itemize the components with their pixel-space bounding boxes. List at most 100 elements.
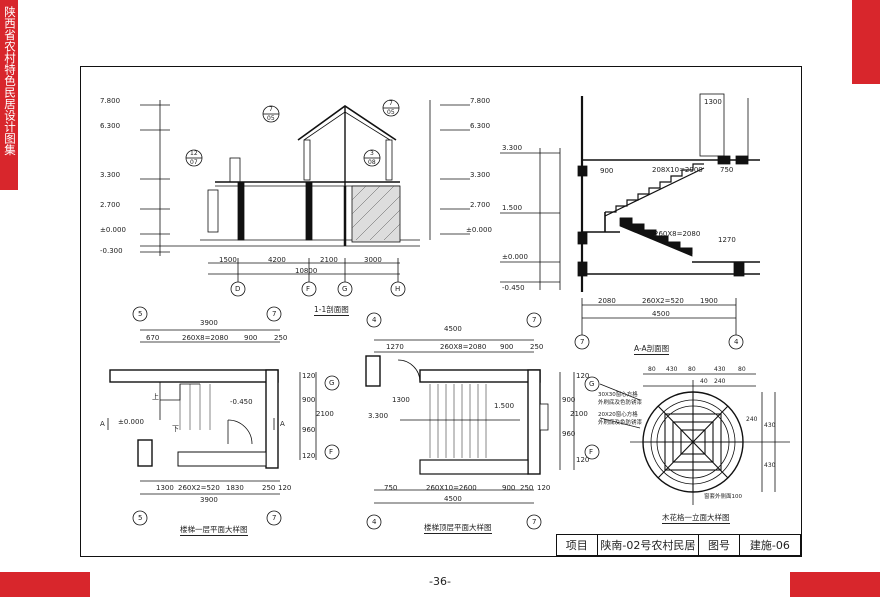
tag-top: 12 [190,150,198,157]
dim-label: 1300 [704,98,722,106]
dim-label: 1300 [156,484,174,492]
dim-label: 750 [384,484,398,492]
page-number: -36- [429,575,451,588]
dim-label: 900 [244,334,258,342]
dim-label: 260X2=520 [642,297,684,305]
dim-label: 960 [302,426,316,434]
dim-label: 2100 [316,410,334,418]
dim-label: 1270 [718,236,736,244]
dim-label: 120 [537,484,551,492]
elev-label: 2.700 [470,201,491,209]
tag-bottom: 05 [267,115,275,122]
dim-total: 4500 [444,325,462,333]
dim-label: 120 [302,452,316,460]
axis-label: D [235,285,241,293]
axis-label: 7 [580,338,585,346]
plan-top-floor [365,312,575,530]
axis-label: 5 [138,310,143,318]
note-label: 外刷底及色防锈漆 [598,420,643,426]
dim-label: 3000 [364,256,382,264]
dim-label: 260X8=2080 [654,230,701,238]
elev-label: 6.300 [470,122,491,130]
drawing-frame [80,66,802,557]
dim-label: 670 [146,334,160,342]
axis-label: 7 [532,316,537,324]
tag-top: 7 [269,106,273,113]
axis-label: 5 [138,514,143,522]
dim-label: 260X8=2080 [440,343,487,351]
level-label: 3.300 [368,412,389,420]
tag-bottom: 07 [190,159,198,166]
axis-label: H [395,285,401,293]
sidebar-band: 陕西省农村特色民居设计图集 [0,0,18,190]
dim-total: 3900 [200,319,218,327]
dim-label: 260X2=520 [178,484,220,492]
caption-section-1-1: 1-1剖面图 [314,305,349,316]
axis-label: 4 [734,338,739,346]
tag-top: 3 [370,150,374,157]
elev-label: ±0.000 [100,226,126,234]
dim-label: 430 [764,462,776,469]
elev-label: ±0.000 [466,226,492,234]
dim-label: 250 [262,484,276,492]
caption-plan-top: 楼梯顶层平面大样图 [424,523,492,534]
dim-label: 1830 [226,484,244,492]
dim-label: 80 [648,366,656,373]
axis-label: G [589,380,595,388]
elev-label: 3.300 [470,171,491,179]
axis-label: F [306,285,311,293]
elev-label: 7.800 [100,97,121,105]
dim-label: 120 [576,456,590,464]
note-label: 20X20窗心方格 [598,412,638,418]
note-label: 外刷底及色防锈漆 [598,400,643,406]
tag-bottom: 08 [368,159,376,166]
note-label: 30X30窗心方格 [598,392,638,398]
title-block: 项目 陕南-02号农村民居 图号 建施-06 [556,534,801,556]
drawing-no-label: 图号 [699,535,740,555]
stair-up-mark: 上 [152,393,159,401]
stair-down-mark: 下 [172,425,179,433]
sidebar-title: 陕西省农村特色民居设计图集 [3,6,17,156]
dim-label: 900 [302,396,316,404]
dim-label: 208X10=2900 [652,166,703,174]
dim-label: 900 [502,484,516,492]
axis-label: 4 [372,518,377,526]
dim-label: 120 [278,484,292,492]
dim-label: 120 [576,372,590,380]
dim-label: 250 [274,334,288,342]
dim-label: 80 [738,366,746,373]
plan-ground-floor [107,306,340,526]
window-detail [584,373,790,505]
dim-label: 2100 [570,410,588,418]
section-mark: A [280,420,285,428]
elev-label: ±0.000 [502,253,528,261]
drawing-no: 建施-06 [749,539,790,552]
dim-total: 4500 [444,495,462,503]
axis-label: 7 [272,514,277,522]
axis-label: G [342,285,348,293]
dim-label: 2080 [598,297,616,305]
level-label: ±0.000 [118,418,144,426]
dim-label: 750 [720,166,734,174]
dim-label: 240 [714,378,726,385]
dim-label: 4200 [268,256,286,264]
dim-label: 40 [700,378,708,385]
dim-label: 900 [500,343,514,351]
dim-label: 260X8=2080 [182,334,229,342]
dim-label: 250 [520,484,534,492]
dim-label: 240 [746,416,758,423]
dim-label: 260X10=2600 [426,484,477,492]
project-name: 陕南-02号农村民居 [598,535,700,555]
axis-label: 4 [372,316,377,324]
level-label: -0.450 [230,398,253,406]
dim-label: 430 [666,366,678,373]
dim-label: 430 [714,366,726,373]
dim-label: 1270 [386,343,404,351]
dim-label: 1900 [700,297,718,305]
level-label: 1.500 [494,402,515,410]
corner-tab [852,0,880,84]
dim-label: 250 [530,343,544,351]
elev-label: 2.700 [100,201,121,209]
elev-label: -0.450 [502,284,525,292]
axis-label: 7 [272,310,277,318]
